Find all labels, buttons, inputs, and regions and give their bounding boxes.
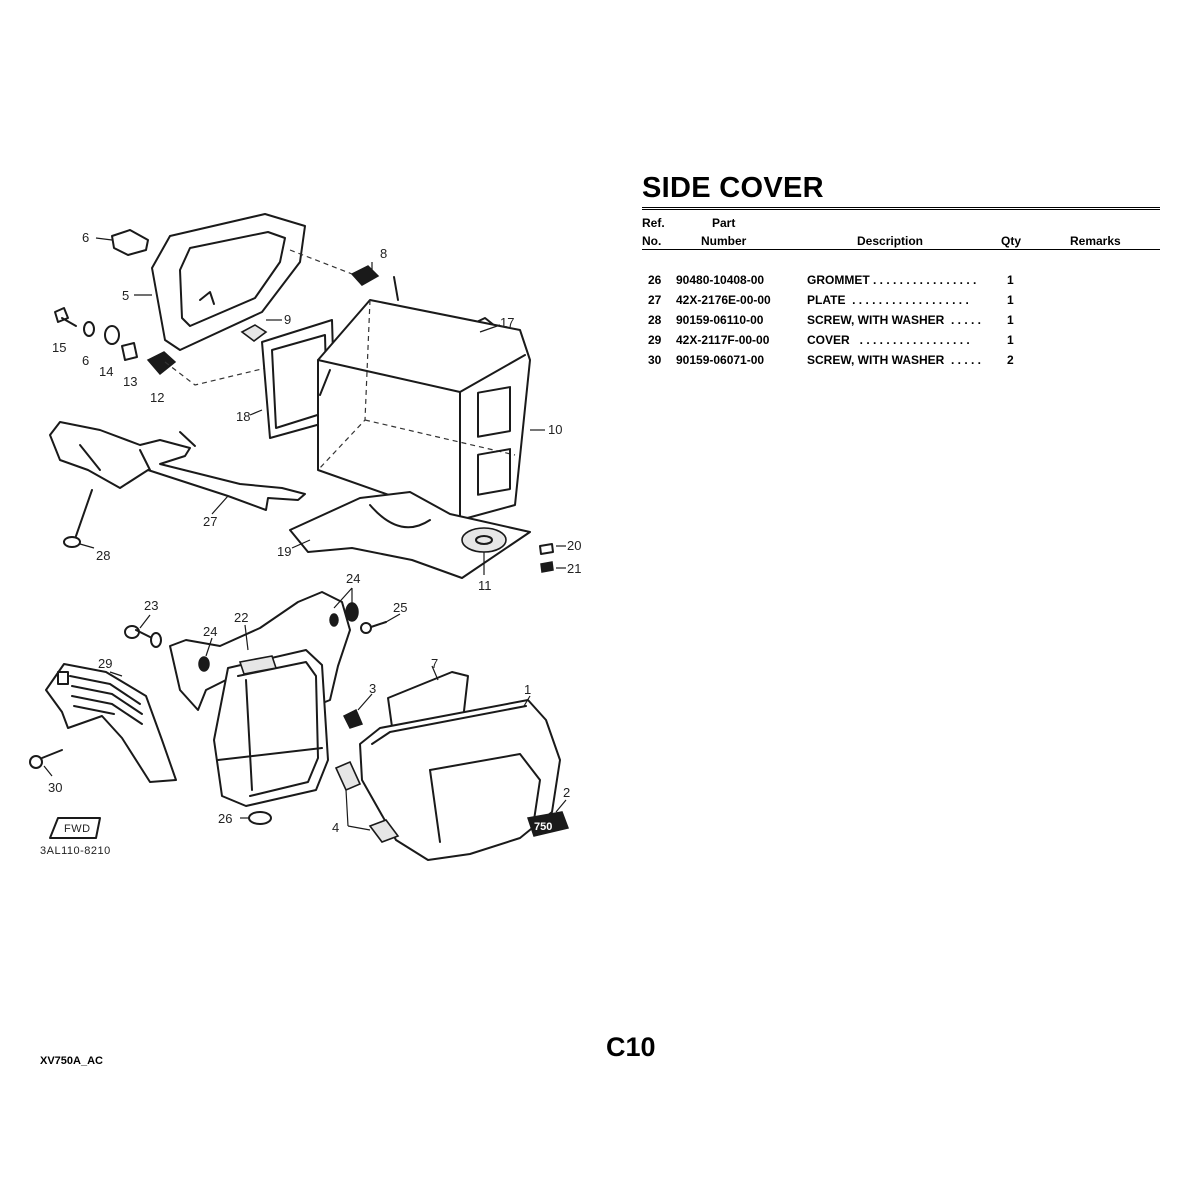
callout-25: 25: [393, 600, 407, 615]
callout-26: 26: [218, 811, 232, 826]
header-description: Description: [857, 234, 924, 248]
row-ref: 29: [648, 333, 662, 347]
callout-9: 9: [284, 312, 291, 327]
row-part-number: 42X-2117F-00-00: [676, 333, 770, 347]
callout-labels: 1 2 3 4 5 6 7 8 9 10 11 12 13 14 15 6 17…: [48, 230, 581, 835]
callout-19: 19: [277, 544, 291, 559]
callout-20: 20: [567, 538, 581, 553]
row-description: PLATE . . . . . . . . . . . . . . . . . …: [807, 293, 969, 307]
fwd-arrow-icon: FWD: [49, 817, 101, 839]
callout-15: 15: [52, 340, 66, 355]
fwd-label: FWD: [64, 823, 91, 835]
screw-28-drawing: [63, 489, 93, 548]
callout-13: 13: [123, 374, 137, 389]
plate-drawing: [49, 421, 306, 511]
callout-2: 2: [563, 785, 570, 800]
battery-case-drawing: [317, 276, 531, 521]
leader-lines: [43, 237, 567, 831]
callout-12: 12: [150, 390, 164, 405]
callout-8: 8: [380, 246, 387, 261]
callout-24a: 24: [203, 624, 217, 639]
table-row: 30 90159-06071-00 SCREW, WITH WASHER . .…: [0, 353, 1200, 371]
cap-drawing: [111, 229, 149, 256]
callout-3: 3: [369, 681, 376, 696]
row-qty: 2: [1007, 353, 1014, 367]
row-part-number: 90480-10408-00: [676, 273, 765, 287]
table-row: 28 90159-06110-00 SCREW, WITH WASHER . .…: [0, 313, 1200, 331]
callout-10: 10: [548, 422, 562, 437]
callout-5: 5: [122, 288, 129, 303]
document-code: XV750A_AC: [40, 1055, 103, 1067]
small-fasteners-drawing: [54, 307, 138, 361]
emblem-750-label: 750: [534, 821, 552, 833]
row-part-number: 90159-06071-00: [676, 353, 765, 367]
drawing-code: 3AL110-8210: [40, 845, 111, 857]
callout-7: 7: [431, 656, 438, 671]
callout-24b: 24: [346, 571, 360, 586]
header-ref: Ref.: [642, 216, 665, 230]
row-qty: 1: [1007, 333, 1014, 347]
page-title: SIDE COVER: [642, 172, 824, 204]
header-remarks: Remarks: [1070, 234, 1121, 248]
header-part: Part: [712, 216, 736, 230]
row-qty: 1: [1007, 293, 1014, 307]
callout-18: 18: [236, 409, 250, 424]
grommets-4-drawing: [334, 760, 400, 843]
callout-22: 22: [234, 610, 248, 625]
callout-6b: 6: [82, 353, 89, 368]
title-rule: [642, 207, 1160, 210]
row-description: SCREW, WITH WASHER . . . . .: [807, 353, 982, 367]
callout-4: 4: [332, 820, 339, 835]
emblem-750-drawing: 750: [527, 811, 570, 837]
header-qty: Qty: [1001, 234, 1022, 248]
row-ref: 26: [648, 273, 662, 287]
page-number: C10: [606, 1032, 656, 1062]
callout-27: 27: [203, 514, 217, 529]
row-qty: 1: [1007, 273, 1014, 287]
callout-28: 28: [96, 548, 110, 563]
header-rule: [642, 249, 1160, 250]
callout-30: 30: [48, 780, 62, 795]
callout-1: 1: [524, 682, 531, 697]
table-row: 29 42X-2117F-00-00 COVER . . . . . . . .…: [0, 333, 1200, 351]
row-description: GROMMET . . . . . . . . . . . . . . . .: [807, 273, 977, 287]
row-qty: 1: [1007, 313, 1014, 327]
callout-17: 17: [500, 315, 514, 330]
row-ref: 27: [648, 293, 662, 307]
callout-14: 14: [99, 364, 113, 379]
row-ref: 30: [648, 353, 662, 367]
row-ref: 28: [648, 313, 662, 327]
cover-29-drawing: [45, 663, 177, 783]
table-row: 26 90480-10408-00 GROMMET . . . . . . . …: [0, 273, 1200, 291]
header-no: No.: [642, 234, 662, 248]
callout-29: 29: [98, 656, 112, 671]
callout-21: 21: [567, 561, 581, 576]
grommets-drawing: [146, 249, 380, 386]
air-box-drawing: [213, 649, 329, 807]
row-description: SCREW, WITH WASHER . . . . .: [807, 313, 982, 327]
row-description: COVER . . . . . . . . . . . . . . . . .: [807, 333, 970, 347]
callout-6: 6: [82, 230, 89, 245]
upper-cover-frame-drawing: [151, 213, 306, 351]
callout-23: 23: [144, 598, 158, 613]
screws-20-21-drawing: [539, 543, 554, 573]
callout-11: 11: [478, 578, 492, 593]
table-row: 27 42X-2176E-00-00 PLATE . . . . . . . .…: [0, 293, 1200, 311]
row-part-number: 42X-2176E-00-00: [676, 293, 771, 307]
screw-30-drawing: [29, 749, 63, 769]
bolts-23-25-3-26-drawing: [124, 621, 387, 825]
row-part-number: 90159-06110-00: [676, 313, 764, 327]
header-number: Number: [701, 234, 747, 248]
